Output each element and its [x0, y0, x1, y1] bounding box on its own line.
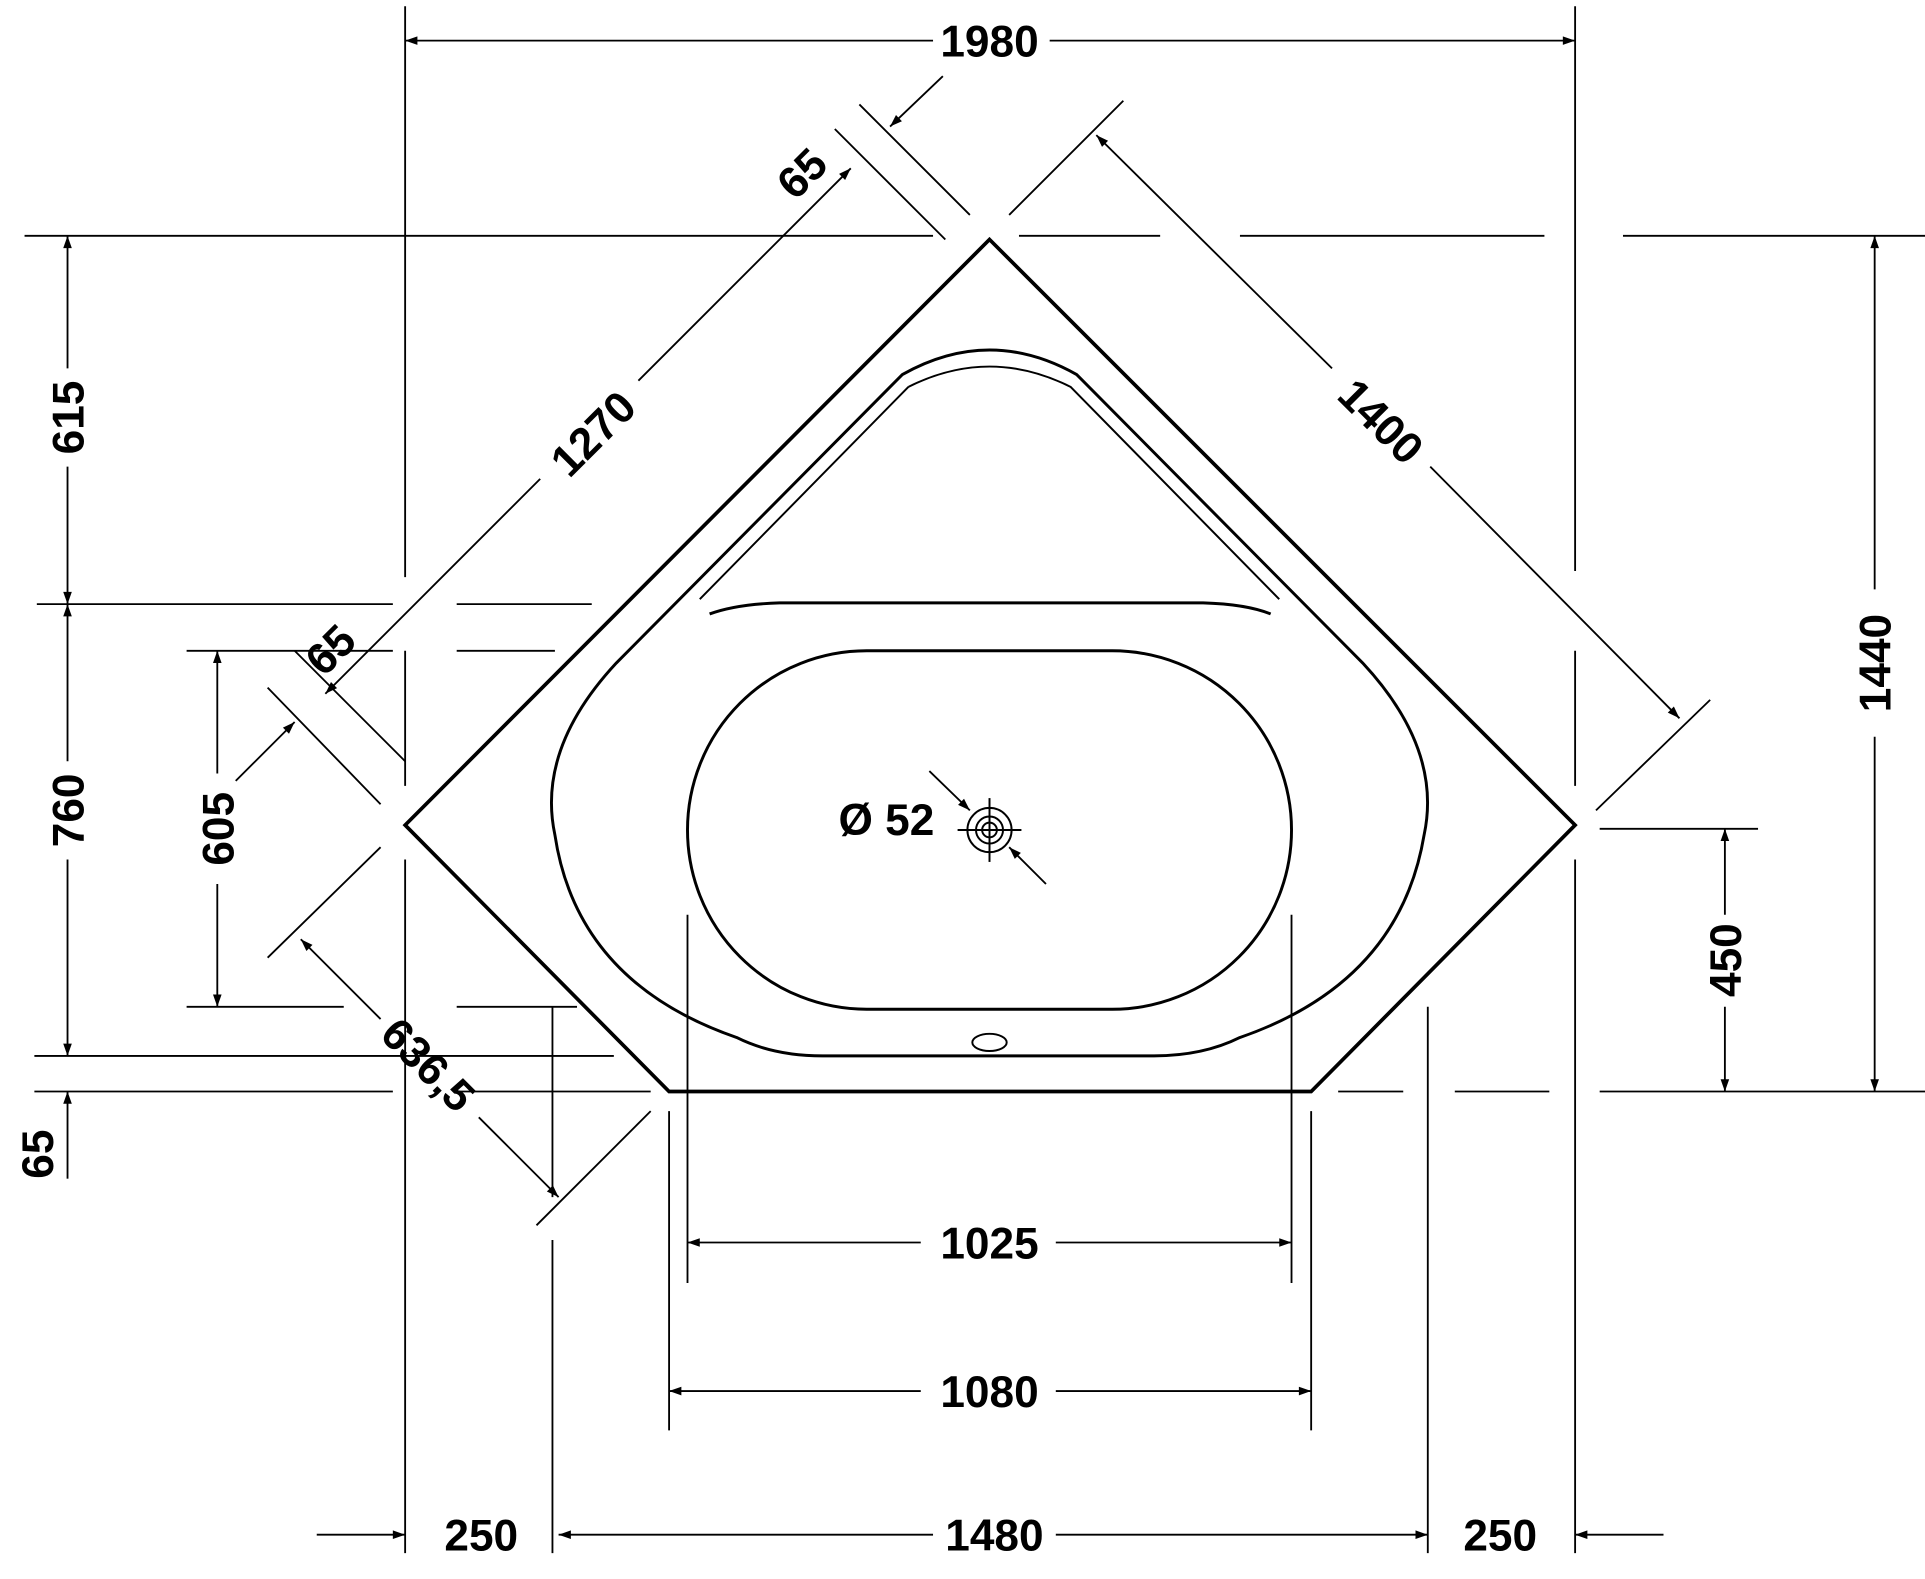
dim-left-rim-offset: 65	[296, 616, 365, 685]
outer-rim	[402, 236, 1578, 1094]
dim-overall-width: 1980	[940, 18, 1038, 67]
tub-outline	[402, 236, 1578, 1094]
dim-middle-width: 1480	[945, 1512, 1043, 1561]
dim-top-rim-offset: 65	[768, 139, 837, 208]
extension-lines	[24, 6, 1925, 1554]
dim-lower-height: 760	[44, 774, 93, 848]
dim-bottom-rim: 65	[14, 1130, 63, 1179]
overflow	[971, 1032, 1008, 1052]
dim-overall-height: 1440	[1852, 614, 1901, 712]
dimension-lines	[63, 36, 1879, 1539]
dim-bottom-edge-width: 1080	[940, 1368, 1038, 1417]
dim-inner-height: 605	[194, 792, 243, 866]
basin	[686, 649, 1293, 1011]
inner-rim-inner-line	[699, 365, 1280, 600]
dim-upper-height: 615	[44, 381, 93, 455]
dim-short-diagonal: 636,5	[371, 1009, 484, 1122]
dim-right-offset: 250	[1463, 1512, 1537, 1561]
seat-edge	[709, 601, 1272, 616]
dim-left-diagonal: 1270	[542, 382, 646, 486]
inner-rim	[550, 348, 1430, 1058]
dim-drain: Ø 52	[838, 796, 934, 845]
dim-basin-width: 1025	[940, 1219, 1038, 1268]
drain-icon	[957, 798, 1022, 862]
dim-left-offset: 250	[444, 1512, 518, 1561]
dim-drain-height: 450	[1702, 923, 1751, 997]
dim-right-diagonal: 1400	[1328, 370, 1432, 474]
